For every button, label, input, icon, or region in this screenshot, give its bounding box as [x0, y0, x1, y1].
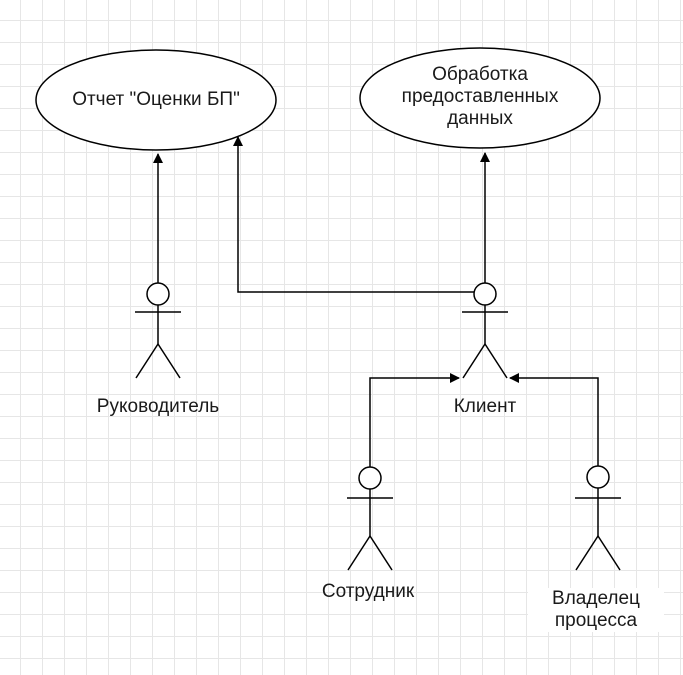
usecase-report-ellipse[interactable]	[35, 49, 277, 151]
generalization-employee-client	[369, 373, 460, 467]
actor-process-owner-label: Владелец процесса	[528, 588, 664, 632]
actor-manager[interactable]	[135, 282, 181, 379]
association-client-report	[233, 136, 474, 293]
actor-client-label: Клиент	[453, 396, 517, 417]
actor-manager-label: Руководитель	[96, 396, 220, 417]
usecase-processing-label: Обработка предоставленных данных	[401, 64, 559, 129]
actor-process-owner[interactable]	[575, 465, 621, 571]
actor-employee-label: Сотрудник	[321, 581, 415, 602]
usecase-processing-ellipse[interactable]	[359, 47, 601, 149]
generalization-owner-client	[509, 373, 599, 466]
usecase-report-label: Отчет "Оценки БП"	[72, 89, 240, 110]
actor-employee[interactable]	[347, 466, 393, 571]
actor-client[interactable]	[462, 282, 508, 379]
